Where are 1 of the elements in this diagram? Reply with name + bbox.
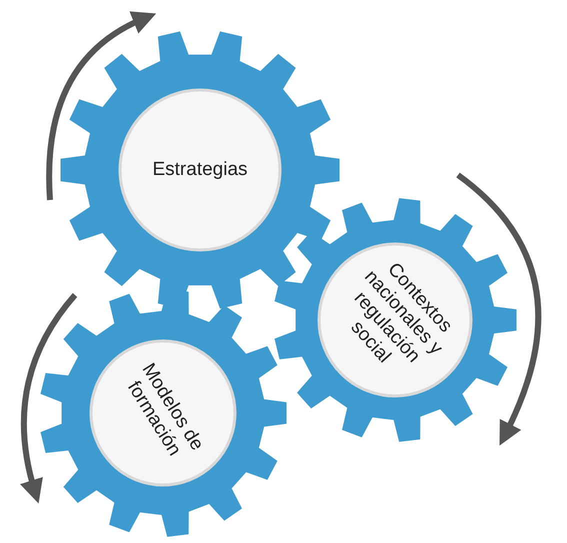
- gear-label: Estrategias: [151, 159, 249, 181]
